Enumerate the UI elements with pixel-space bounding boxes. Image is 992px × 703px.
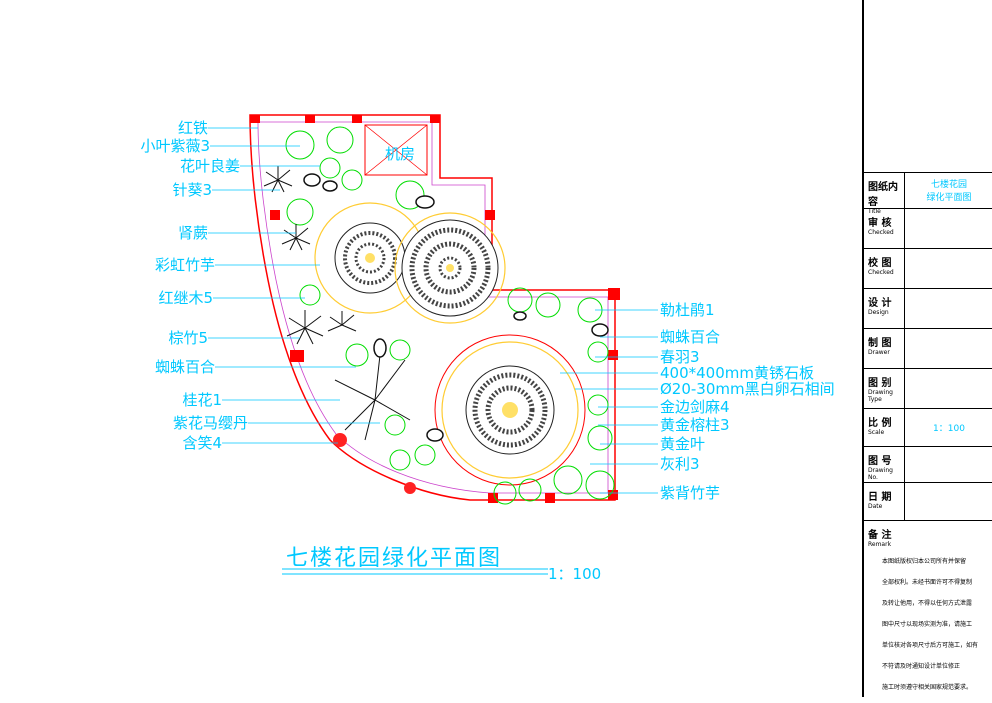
plant-label: 棕竹5 [168, 329, 208, 347]
row-key-en: Design [868, 309, 889, 316]
plant-label: 黄金榕柱3 [660, 416, 730, 434]
plant-label: 勒杜鹃1 [660, 301, 715, 319]
palm-symbols [263, 166, 411, 441]
remark-line: 施工时须遵守相关国家规范要求。 [882, 684, 973, 691]
row-key-en: Title [868, 208, 881, 215]
wall-columns [250, 115, 620, 503]
remark-title: 备 注 [868, 530, 892, 541]
row-key: 审 核 [868, 218, 892, 229]
inner-boundary [257, 121, 609, 494]
plant-label: 春羽3 [660, 348, 700, 366]
plant-label: 针葵3 [172, 181, 212, 199]
remark-line: 及转让他用，不得以任何方式泄露 [882, 600, 973, 607]
paving-circle-2 [394, 212, 506, 324]
row-key-en: Drawing Type [868, 389, 893, 403]
row-key: 制 图 [868, 338, 892, 349]
row-value [904, 248, 992, 288]
plant-label: 彩虹竹芋 [154, 256, 215, 274]
plant-label: 紫背竹芋 [660, 484, 721, 502]
plant-label: 蜘蛛百合 [660, 328, 721, 346]
plant-symbols [285, 126, 615, 505]
plant-label: 红铁 [177, 119, 208, 137]
plant-label: Ø20-30mm黑白卵石相间 [660, 380, 835, 398]
remark-line: 单位核对各项尺寸后方可施工，如有 [882, 642, 979, 649]
row-key-en: Checked [868, 269, 894, 276]
remark-line: 不符请及时通知设计单位修正 [882, 663, 961, 670]
row-value [904, 288, 992, 328]
row-key: 校 图 [868, 258, 892, 269]
row-value [904, 482, 992, 520]
remark-section: 备 注 Remark 本图纸版权归本公司所有并保留 全部权利。未经书面许可不得复… [868, 526, 992, 703]
plant-label: 花叶良姜 [179, 157, 240, 175]
plant-label: 桂花1 [182, 391, 222, 409]
red-marker-1 [333, 433, 347, 447]
row-key-en: Date [868, 503, 883, 510]
boulders [303, 173, 609, 442]
remark-line: 全部权利。未经书面许可不得复制 [882, 579, 973, 586]
paving-circle-3 [434, 334, 586, 486]
plant-label: 灰利3 [660, 455, 700, 473]
row-key-en: Drawer [868, 349, 890, 356]
remark-line: 图中尺寸以现场实测为准，请施工 [882, 621, 973, 628]
row-key: 图 别 [868, 378, 892, 389]
red-marker-2 [404, 482, 416, 494]
leader-lines-left [208, 127, 380, 444]
row-value [904, 208, 992, 248]
drawing-scale: 1：100 [548, 565, 602, 583]
plant-label: 黄金叶 [660, 435, 706, 453]
drawing-title: 七楼花园绿化平面图 [286, 546, 503, 571]
garden-plan-drawing [208, 114, 658, 575]
plant-label: 小叶紫薇3 [140, 137, 210, 155]
title-block-blank [864, 0, 992, 173]
leader-lines-right [560, 309, 658, 494]
row-key: 图纸内容 [868, 182, 898, 208]
row-key-en: Scale [868, 429, 885, 436]
row-value [904, 446, 992, 482]
plant-label: 紫花马缨丹 [172, 414, 248, 432]
row-key: 设 计 [868, 298, 892, 309]
garden-boundary [249, 114, 616, 501]
remark-title-en: Remark [868, 541, 892, 548]
row-key-en: Drawing No. [868, 467, 893, 481]
row-key-en: Checked [868, 229, 894, 236]
machine-room-label: 机房 [385, 145, 416, 163]
row-key: 比 例 [868, 418, 892, 429]
machine-room [364, 124, 428, 176]
row-key: 日 期 [868, 492, 892, 503]
row-value [904, 368, 992, 408]
plant-label: 红继木5 [158, 289, 213, 307]
plant-label: 蜘蛛百合 [154, 358, 215, 376]
row-value: 七楼花园 绿化平面图 [904, 172, 992, 208]
row-value [904, 328, 992, 368]
plant-label: 金边剑麻4 [660, 398, 730, 416]
row-value: 1：100 [904, 408, 992, 446]
plant-label: 400*400mm黄锈石板 [660, 364, 814, 382]
row-key: 图 号 [868, 456, 892, 467]
plant-label: 肾蕨 [177, 224, 208, 242]
plant-label: 含笑4 [182, 434, 222, 452]
title-underline [282, 568, 548, 575]
remark-line: 本图纸版权归本公司所有并保留 [882, 558, 967, 565]
